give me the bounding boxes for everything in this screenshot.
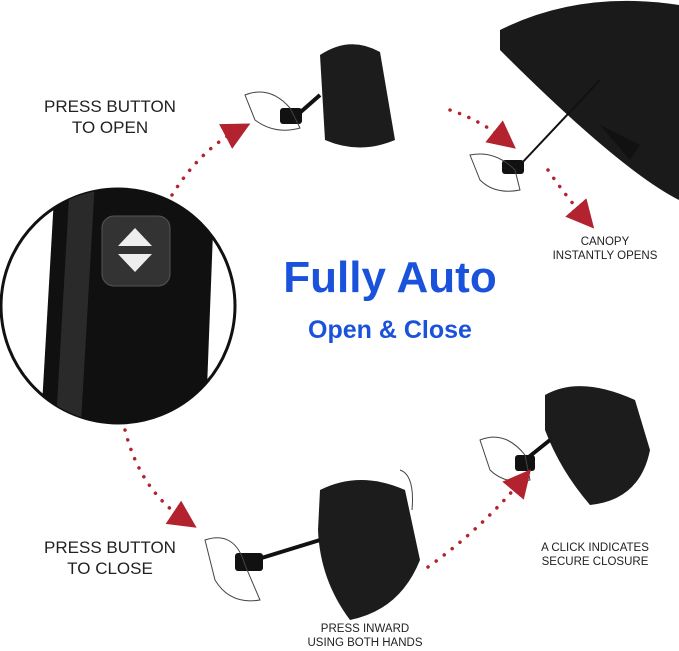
label-canopy-opens: CANOPY INSTANTLY OPENS bbox=[530, 235, 679, 264]
label-line: USING BOTH HANDS bbox=[307, 637, 423, 650]
closed-umbrella-secure bbox=[479, 386, 650, 505]
label-line: SECURE CLOSURE bbox=[541, 556, 649, 569]
open-close-button-icon bbox=[118, 228, 152, 272]
label-line: TO OPEN bbox=[71, 118, 149, 138]
arrow-to-open bbox=[448, 108, 516, 149]
collapsing-umbrella-both-hands bbox=[204, 469, 420, 620]
headline-subtitle: Open & Close bbox=[308, 316, 472, 344]
closed-umbrella-press-open bbox=[244, 44, 395, 148]
arrow-to-press-open bbox=[170, 123, 251, 197]
arrow-to-canopy bbox=[546, 168, 595, 229]
label-line: TO CLOSE bbox=[67, 559, 153, 579]
headline-title: Fully Auto bbox=[283, 253, 497, 302]
label-line: A CLICK INDICATES bbox=[541, 542, 649, 554]
arrow-to-secure bbox=[426, 469, 532, 569]
label-press-button-close: PRESS BUTTON TO CLOSE bbox=[20, 537, 200, 580]
open-umbrella bbox=[469, 0, 679, 201]
label-line: PRESS BUTTON bbox=[44, 538, 176, 557]
label-press-button-open: PRESS BUTTON TO OPEN bbox=[20, 96, 200, 139]
label-click-secure: A CLICK INDICATES SECURE CLOSURE bbox=[520, 541, 670, 570]
label-line: CANOPY bbox=[580, 236, 630, 248]
label-line: PRESS BUTTON bbox=[44, 97, 176, 116]
label-press-inward: PRESS INWARD USING BOTH HANDS bbox=[290, 622, 440, 651]
handle-zoom-inset bbox=[0, 187, 237, 425]
arrow-to-press-close bbox=[123, 428, 197, 528]
label-line: PRESS INWARD bbox=[320, 623, 410, 635]
label-line: INSTANTLY OPENS bbox=[552, 250, 658, 263]
